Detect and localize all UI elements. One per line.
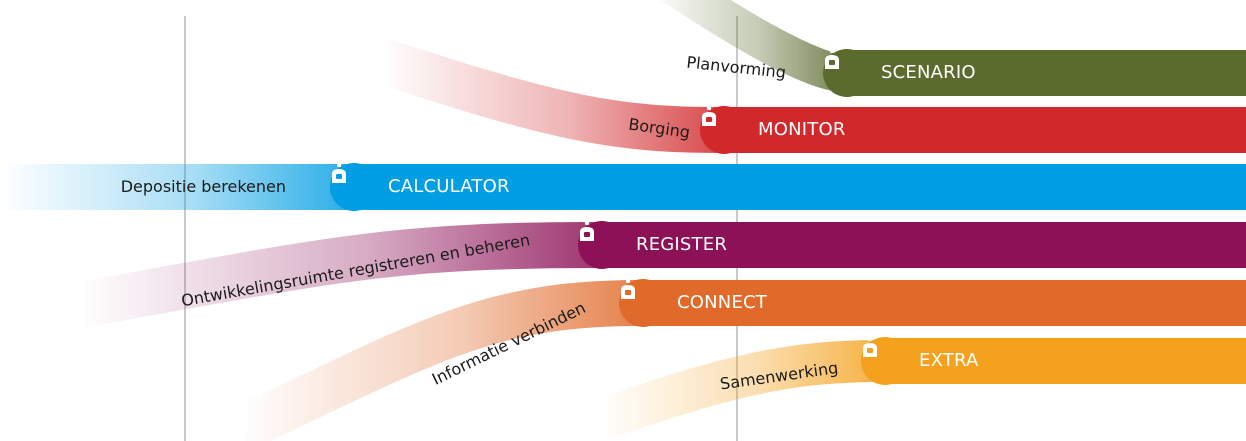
product-name-calculator[interactable]: CALCULATOR	[388, 176, 510, 197]
bar-monitor[interactable]	[724, 107, 1246, 153]
badge-scenario[interactable]	[823, 49, 871, 97]
aerius-logo-icon	[580, 221, 594, 241]
ribbon-register	[75, 222, 599, 328]
product-name-register[interactable]: REGISTER	[636, 234, 728, 255]
product-name-monitor[interactable]: MONITOR	[758, 119, 846, 140]
caption-calculator: Depositie berekenen	[120, 177, 286, 196]
badge-connect[interactable]	[619, 279, 667, 327]
ribbon-monitor	[372, 38, 721, 153]
bar-extra[interactable]	[885, 338, 1246, 384]
badge-register[interactable]	[578, 221, 626, 269]
product-name-scenario[interactable]: SCENARIO	[881, 62, 976, 83]
bar-register[interactable]	[602, 222, 1246, 268]
aerius-logo-icon	[332, 163, 346, 183]
aerius-logo-icon	[621, 279, 635, 299]
badge-extra[interactable]	[861, 337, 909, 385]
ribbon-connect	[230, 280, 641, 441]
ribbon-extra	[593, 340, 883, 440]
badge-monitor[interactable]	[700, 106, 748, 154]
product-name-extra[interactable]: EXTRA	[919, 350, 979, 371]
bar-scenario[interactable]	[847, 50, 1246, 96]
aerius-logo-icon	[863, 337, 877, 357]
aerius-logo-icon	[702, 106, 716, 126]
bar-connect[interactable]	[643, 280, 1246, 326]
product-name-connect[interactable]: CONNECT	[677, 292, 768, 313]
badge-calculator[interactable]	[330, 163, 378, 211]
aerius-logo-icon	[825, 49, 839, 69]
bar-calculator[interactable]	[354, 164, 1246, 210]
